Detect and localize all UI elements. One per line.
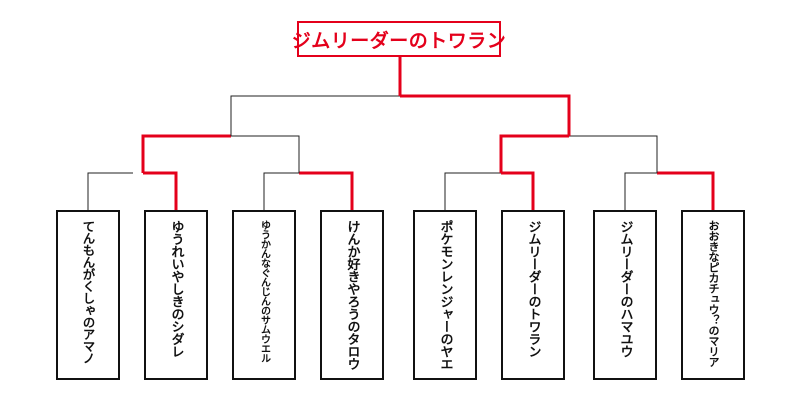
bracket-line-r1-a-loser [87, 172, 133, 210]
bracket-line-r1-b-winner [299, 171, 354, 210]
bracket-line-sf-b-winner [499, 134, 569, 173]
entrant-name-3: ゆうかんなぐんじんのサムウエル [258, 220, 270, 363]
entrant-name-8: おおきなピカチュウ？のマリア [707, 220, 720, 367]
bracket-line-r1-a-winner [143, 171, 178, 210]
bracket-line-r1-c-loser [444, 172, 501, 210]
entrant-box-7: ジムリーダーのハマユウ [593, 210, 657, 380]
entrant-name-1: てんもんがくしゃのアマノ [80, 220, 96, 364]
champion-box: ジムリーダーのトワラン [292, 21, 506, 57]
bracket-line-sf-b-loser [569, 135, 658, 173]
entrant-box-5: ポケモンレンジャーのヤエ [413, 210, 477, 380]
bracket-line-r1-b-loser [263, 172, 299, 210]
entrant-name-4: けんか好きやろうのタロウ [344, 220, 360, 370]
entrant-name-7: ジムリーダーのハマユウ [617, 220, 633, 358]
entrant-box-1: てんもんがくしゃのアマノ [56, 210, 120, 380]
entrant-box-2: ゆうれいやしきのシダレ [144, 210, 208, 380]
entrant-name-6: ジムリーダーのトワラン [525, 220, 541, 358]
entrant-name-5: ポケモンレンジャーのヤエ [437, 220, 453, 370]
bracket-line-r1-d-winner [657, 171, 715, 210]
entrant-box-4: けんか好きやろうのタロウ [320, 210, 384, 380]
entrant-name-2: ゆうれいやしきのシダレ [168, 220, 184, 358]
champion-name: ジムリーダーのトワラン [291, 29, 507, 52]
bracket-line-sf-a-loser [231, 135, 300, 173]
bracket-line-final-loser [230, 95, 400, 136]
bracket-line-r1-c-winner [501, 171, 535, 210]
bracket-line-r1-d-loser [624, 172, 657, 210]
bracket-line-final-winner [400, 94, 571, 136]
entrant-box-8: おおきなピカチュウ？のマリア [681, 210, 745, 380]
bracket-line-sf-a-winner [141, 134, 231, 173]
entrant-box-3: ゆうかんなぐんじんのサムウエル [232, 210, 296, 380]
entrant-box-6: ジムリーダーのトワラン [501, 210, 565, 380]
